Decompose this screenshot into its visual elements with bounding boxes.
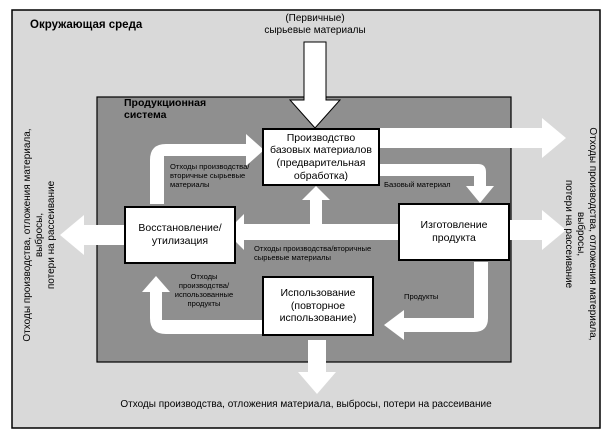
box-manufacturing: Изготовление продукта [398,203,510,261]
flow-label-products: Продукты [404,292,439,301]
waste-label-right: Отходы производства, отложения материала… [563,127,598,341]
box-usage: Использование (повторное использование) [262,276,374,336]
waste-label-bottom: Отходы производства, отложения материала… [120,399,492,410]
flow-label-secondary-top: Отходы производства/ вторичные сырьевые … [170,162,250,190]
flow-label-secondary-middle: Отходы производства/вторичные сырьевые м… [254,244,372,263]
environment-label: Окружающая среда [30,19,143,31]
base-material-arrow [378,164,494,203]
waste-label-left: Отходы производства, отложения материала… [22,128,57,342]
recovery-outflow-arrow [60,215,124,255]
bottom-outflow-arrow [298,340,336,394]
recovery-to-production-arrow [150,134,264,204]
input-label: (Первичные) сырьевые материалы [264,13,366,36]
system-label: Продукционная система [124,97,207,122]
production-outflow-arrow [378,118,566,158]
manufacturing-outflow-arrow [510,210,566,250]
box-production: Производство базовых материалов (предвар… [262,128,380,186]
middle-return-arrow [226,214,398,250]
products-arrow [384,262,488,340]
flow-label-used-products: Отходы производства/ использованные прод… [174,272,234,309]
box-production-label: Производство базовых материалов (предвар… [270,131,372,182]
flow-label-base-material: Базовый материал [384,180,451,189]
middle-up-arrow [302,186,330,224]
box-manufacturing-label: Изготовление продукта [420,219,488,244]
used-products-arrow [142,276,262,334]
box-recovery-label: Восстановление/ утилизация [138,222,222,247]
input-arrow [288,41,342,129]
box-usage-label: Использование (повторное использование) [279,287,357,325]
box-recovery: Восстановление/ утилизация [124,206,236,264]
